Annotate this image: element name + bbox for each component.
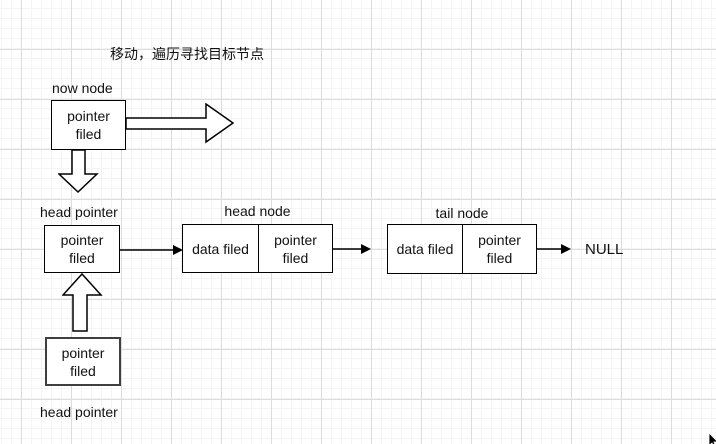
- tail-node-data-text: data filed: [396, 241, 454, 257]
- connector-arrow-shape: [333, 244, 371, 254]
- now-node-box-text-line1: pointer: [67, 108, 110, 124]
- now-node-box-text-line2: filed: [75, 126, 102, 142]
- bottom-pointer-box[interactable]: pointer filed: [45, 337, 121, 386]
- tail-node-box[interactable]: data filed pointer filed: [387, 224, 537, 274]
- head-node-data-text: data filed: [192, 240, 249, 257]
- now-node-label[interactable]: now node: [52, 80, 113, 96]
- up-block-arrow[interactable]: [62, 273, 103, 333]
- head-node-pointer-text-line2: filed: [282, 249, 309, 266]
- tail-node-label[interactable]: tail node: [435, 205, 489, 221]
- up-block-arrow-shape: [62, 273, 103, 332]
- bottom-pointer-box-text-line1: pointer: [61, 344, 105, 361]
- mouse-cursor-icon: [706, 432, 716, 444]
- head-node-box[interactable]: data filed pointer filed: [182, 224, 333, 273]
- tail-node-pointer-cell: pointer filed: [463, 225, 536, 273]
- head-node-data-cell: data filed: [183, 225, 259, 272]
- head-pointer-label-bottom[interactable]: head pointer: [40, 404, 118, 420]
- connector-arrow-head-node-to-tail-node[interactable]: [333, 242, 371, 256]
- right-block-arrow[interactable]: [126, 103, 235, 144]
- down-block-arrow[interactable]: [58, 150, 99, 194]
- head-node-label[interactable]: head node: [224, 203, 291, 219]
- tail-node-pointer-text-line2: filed: [486, 250, 513, 266]
- connector-arrow-shape: [537, 244, 571, 254]
- down-block-arrow-shape: [58, 150, 99, 194]
- bottom-pointer-box-text-line2: filed: [70, 362, 96, 379]
- head-pointer-box-text-line1: pointer: [60, 232, 104, 248]
- connector-arrow-tail-node-to-null[interactable]: [537, 242, 571, 256]
- tail-node-pointer-text-line1: pointer: [478, 232, 521, 248]
- head-node-pointer-cell: pointer filed: [259, 225, 332, 272]
- diagram-title[interactable]: 移动，遍历寻找目标节点: [110, 46, 264, 62]
- head-pointer-label-top[interactable]: head pointer: [40, 204, 118, 220]
- now-node-box[interactable]: pointer filed: [51, 100, 126, 150]
- connector-arrow-shape: [120, 245, 183, 255]
- null-label[interactable]: NULL: [585, 241, 624, 258]
- head-node-pointer-text-line1: pointer: [274, 231, 317, 248]
- mouse-cursor-shape: [708, 432, 716, 444]
- head-pointer-box-text-line2: filed: [69, 250, 95, 266]
- right-block-arrow-shape: [126, 103, 235, 144]
- tail-node-data-cell: data filed: [388, 225, 463, 273]
- head-pointer-box[interactable]: pointer filed: [44, 225, 120, 273]
- connector-arrow-head-pointer-to-head-node[interactable]: [120, 243, 183, 257]
